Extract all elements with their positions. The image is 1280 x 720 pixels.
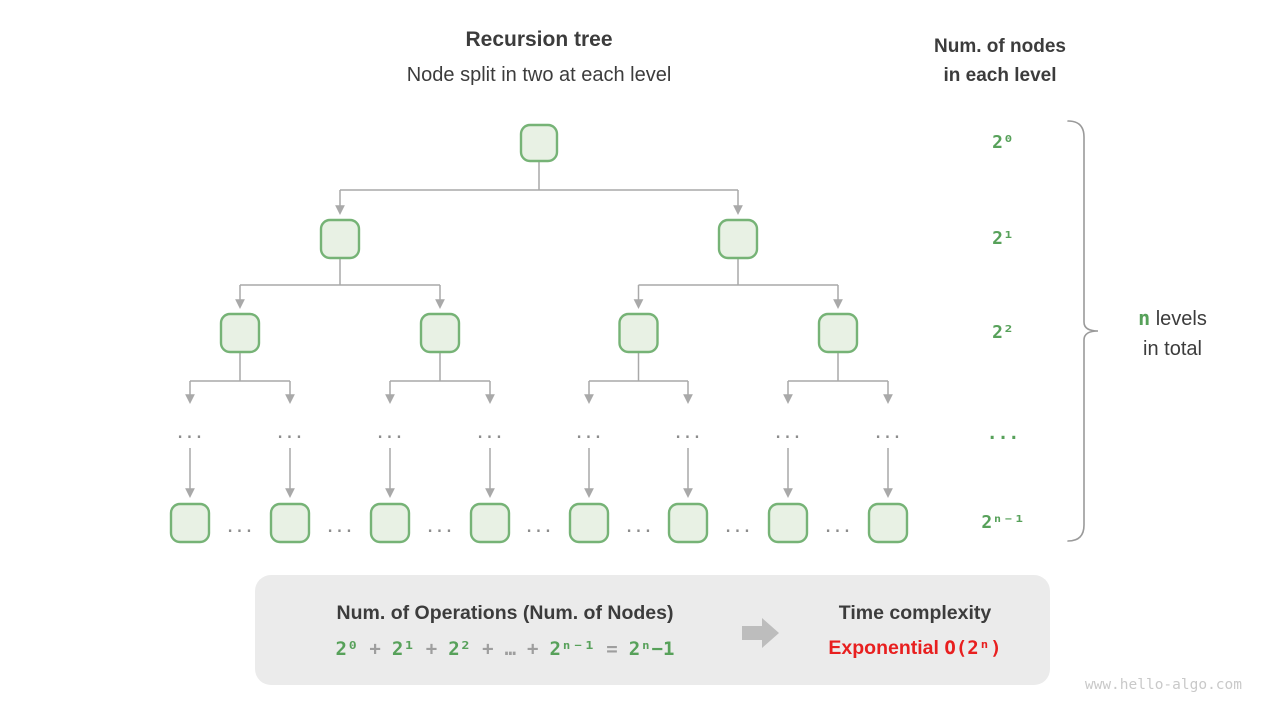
complexity-value: O(2ⁿ) xyxy=(944,637,1002,659)
complexity-result: Exponential O(2ⁿ) xyxy=(800,637,1030,660)
level-label-0: 2⁰ xyxy=(992,132,1014,153)
tree-nodes xyxy=(169,123,909,544)
formula-token: 2¹ xyxy=(391,638,415,660)
ellipsis: ... xyxy=(574,426,604,442)
watermark: www.hello-algo.com xyxy=(1084,677,1242,693)
formula-token: 2⁰ xyxy=(335,638,359,660)
tree-node xyxy=(767,502,809,544)
tree-node xyxy=(618,312,659,354)
level-label-n-1: 2ⁿ⁻¹ xyxy=(981,512,1025,533)
nodes-header-line1: Num. of nodes xyxy=(934,36,1066,57)
ellipsis: ... xyxy=(475,426,505,442)
brace xyxy=(1067,120,1099,542)
tree-node xyxy=(219,312,261,354)
ellipsis: ... xyxy=(275,426,305,442)
summary-box xyxy=(255,575,1050,685)
levels-word: levels xyxy=(1155,308,1207,330)
ellipsis: ... xyxy=(175,426,205,442)
formula-token: 2ⁿ−1 xyxy=(628,638,675,660)
tree-node xyxy=(469,502,511,544)
level-label-ellipsis: ... xyxy=(986,423,1020,444)
tree-node xyxy=(667,502,709,544)
level-label-1: 2¹ xyxy=(992,228,1014,249)
ellipsis: ... xyxy=(873,426,903,442)
tree-node xyxy=(169,502,211,544)
tree-node xyxy=(319,218,361,260)
ellipsis: ... xyxy=(624,520,654,536)
formula-token: 2² xyxy=(448,638,472,660)
levels-total-label: n levels in total xyxy=(1105,303,1240,364)
formula-token: = xyxy=(606,638,618,660)
formula-token: + xyxy=(369,638,381,660)
nodes-header-line2: in each level xyxy=(943,65,1057,86)
ellipsis: ... xyxy=(673,426,703,442)
tree-node xyxy=(867,502,909,544)
formula-token: + xyxy=(425,638,438,660)
level-label-2: 2² xyxy=(992,322,1014,343)
ellipsis: ... xyxy=(225,520,255,536)
right-arrow-icon xyxy=(742,618,779,648)
formula-token: 2ⁿ⁻¹ xyxy=(549,638,596,660)
tree-node xyxy=(817,312,859,354)
tree-node xyxy=(568,502,610,544)
complexity-name: Exponential xyxy=(828,637,939,659)
tree-node xyxy=(419,312,461,354)
ellipsis: ... xyxy=(823,520,853,536)
tree-node xyxy=(369,502,411,544)
n-variable: n xyxy=(1138,306,1151,330)
tree-node xyxy=(519,123,559,163)
ellipsis: ... xyxy=(723,520,753,536)
operations-formula: 2⁰ + 2¹ + 2² + … + 2ⁿ⁻¹ = 2ⁿ−1 xyxy=(295,638,715,660)
complexity-title: Time complexity xyxy=(838,602,992,624)
ellipsis: ... xyxy=(375,426,405,442)
ellipsis: ... xyxy=(773,426,803,442)
recursion-tree-graphic xyxy=(169,123,909,544)
ellipsis: ... xyxy=(325,520,355,536)
tree-node xyxy=(269,502,311,544)
page-subtitle: Node split in two at each level xyxy=(406,64,672,86)
tree-node xyxy=(717,218,759,260)
ellipsis: ... xyxy=(524,520,554,536)
operations-title: Num. of Operations (Num. of Nodes) xyxy=(336,602,674,624)
tree-edges xyxy=(185,161,893,498)
formula-token: + xyxy=(482,638,494,660)
ellipsis: ... xyxy=(425,520,455,536)
formula-token: + xyxy=(527,638,539,660)
formula-token: … xyxy=(504,638,517,660)
page-title: Recursion tree xyxy=(465,28,613,51)
nodes-per-level-header: Num. of nodes in each level xyxy=(890,32,1110,90)
in-total-line: in total xyxy=(1143,338,1202,360)
